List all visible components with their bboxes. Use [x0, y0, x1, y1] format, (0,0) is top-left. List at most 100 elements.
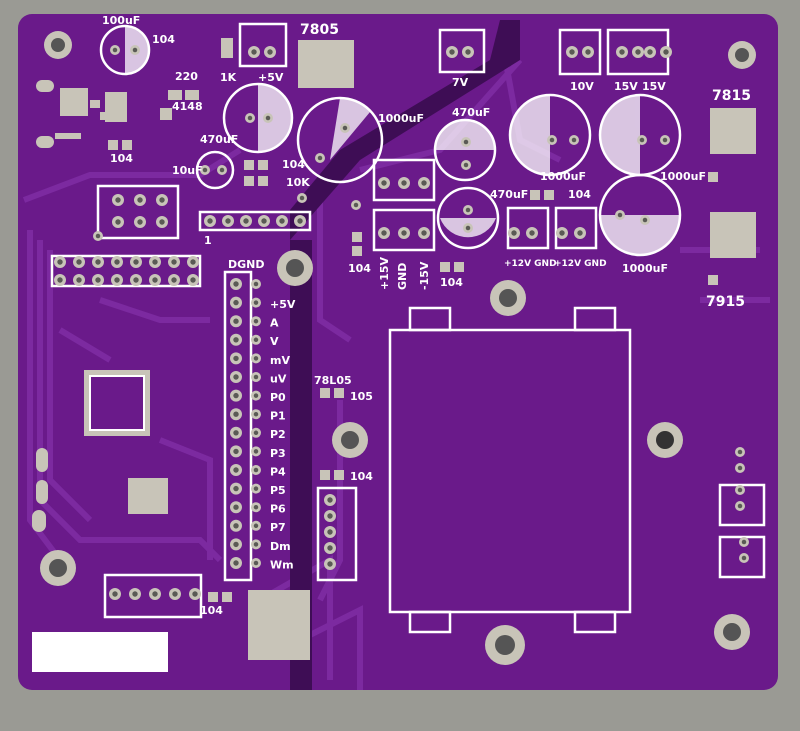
- header-pin-label: P6: [270, 503, 286, 516]
- pin-hole: [529, 230, 535, 236]
- pin-hole: [549, 137, 555, 143]
- pin-hole: [299, 195, 305, 201]
- header-pin-label: P4: [270, 465, 286, 478]
- pin-hole: [737, 465, 743, 471]
- pin-hole: [159, 197, 165, 203]
- label-c104-v1: 104: [348, 262, 371, 275]
- pin-hole: [171, 277, 177, 283]
- pin-hole: [421, 180, 427, 186]
- label-c104-right: 104: [568, 188, 591, 201]
- pin-hole: [639, 137, 645, 143]
- pin-hole: [327, 529, 333, 535]
- label-c470-mid2: 470uF: [490, 188, 528, 201]
- silk-outlines: [50, 22, 766, 634]
- header-pin-label: A: [270, 317, 279, 330]
- label-c10uf: 10uF: [172, 164, 203, 177]
- label-78l05: 78L05: [314, 374, 352, 387]
- pin-hole: [737, 449, 743, 455]
- header-pin-label: mV: [270, 354, 290, 367]
- pin-hole: [233, 467, 239, 473]
- pin-hole: [463, 162, 469, 168]
- header-pin-label: P7: [270, 521, 286, 534]
- pin-hole: [327, 497, 333, 503]
- pin-hole: [253, 281, 259, 287]
- pin-hole: [219, 167, 225, 173]
- label-c104-bottom: 104: [200, 604, 223, 617]
- label-r1k: 1K: [220, 71, 237, 84]
- pin-hole: [233, 299, 239, 306]
- pin-hole: [741, 539, 747, 545]
- pin-hole: [253, 504, 259, 510]
- pin-hole: [253, 318, 259, 324]
- label-7805: 7805: [300, 22, 339, 38]
- pin-hole: [253, 411, 259, 417]
- pin-hole: [253, 337, 259, 343]
- pin-hole: [76, 259, 82, 265]
- header-pin-label: P0: [270, 391, 286, 404]
- label-pin1: 1: [204, 234, 212, 247]
- pin-hole: [577, 230, 583, 236]
- pin-hole: [133, 277, 139, 283]
- copper-divider-top: [290, 20, 520, 240]
- pin-hole: [327, 561, 333, 567]
- header-pin-label: V: [270, 335, 279, 348]
- pin-hole: [253, 393, 259, 398]
- pin-hole: [233, 560, 239, 566]
- pin-hole: [137, 197, 143, 203]
- pin-hole: [233, 281, 239, 287]
- pin-hole: [327, 545, 333, 551]
- pin-hole: [137, 219, 143, 225]
- pin-hole: [159, 219, 165, 225]
- silk-text: 100uF 104 220 4148 104 1K +5V 7805 470uF…: [102, 14, 751, 617]
- pin-hole: [112, 47, 118, 53]
- pin-hole: [225, 218, 231, 224]
- pin-hole: [247, 115, 253, 121]
- pin-hole: [253, 523, 259, 529]
- pin-hole: [401, 180, 407, 186]
- pin-hole: [253, 356, 259, 361]
- label-7v: 7V: [452, 76, 469, 89]
- pin-hole: [381, 180, 387, 186]
- pin-hole: [267, 49, 273, 55]
- pin-hole: [233, 374, 239, 380]
- pin-hole: [95, 233, 101, 239]
- label-r220: 220: [175, 70, 198, 83]
- pin-hole: [647, 49, 653, 55]
- pin-hole: [190, 277, 196, 283]
- pin-hole: [112, 591, 118, 597]
- pin-hole: [741, 555, 747, 561]
- pin-hole: [152, 259, 158, 265]
- pin-hole: [465, 207, 471, 213]
- pin-hole: [115, 197, 121, 203]
- label-c104-mid: 104: [282, 158, 305, 171]
- pin-hole: [233, 430, 239, 436]
- label-15v-b: 15V: [642, 80, 666, 93]
- pin-hole: [342, 125, 348, 131]
- pin-hole: [662, 137, 668, 143]
- through-hole-pins: [54, 45, 749, 600]
- label-r10k: 10K: [286, 176, 310, 189]
- label-c470-mid: 470uF: [452, 106, 490, 119]
- pin-hole: [265, 115, 271, 121]
- label-c470-left: 470uF: [200, 133, 238, 146]
- pin-hole: [202, 167, 208, 173]
- pin-hole: [233, 504, 239, 510]
- header-pin-label: P5: [270, 484, 286, 497]
- pin-hole: [233, 541, 239, 548]
- label-c104-low: 104: [350, 470, 373, 483]
- label-7915: 7915: [706, 294, 745, 310]
- pin-hole: [207, 218, 213, 224]
- label-15v-a: 15V: [614, 80, 638, 93]
- pin-hole: [663, 49, 669, 55]
- pin-hole: [511, 230, 517, 236]
- pin-hole: [233, 392, 239, 399]
- pin-hole: [132, 47, 138, 53]
- pin-hole: [737, 487, 743, 493]
- pin-hole: [57, 277, 63, 283]
- label-c1000-r1: 1000uF: [540, 170, 586, 183]
- pin-hole: [171, 259, 177, 265]
- pin-hole: [95, 277, 101, 283]
- pin-hole: [279, 218, 285, 224]
- mounting-holes: [40, 31, 756, 665]
